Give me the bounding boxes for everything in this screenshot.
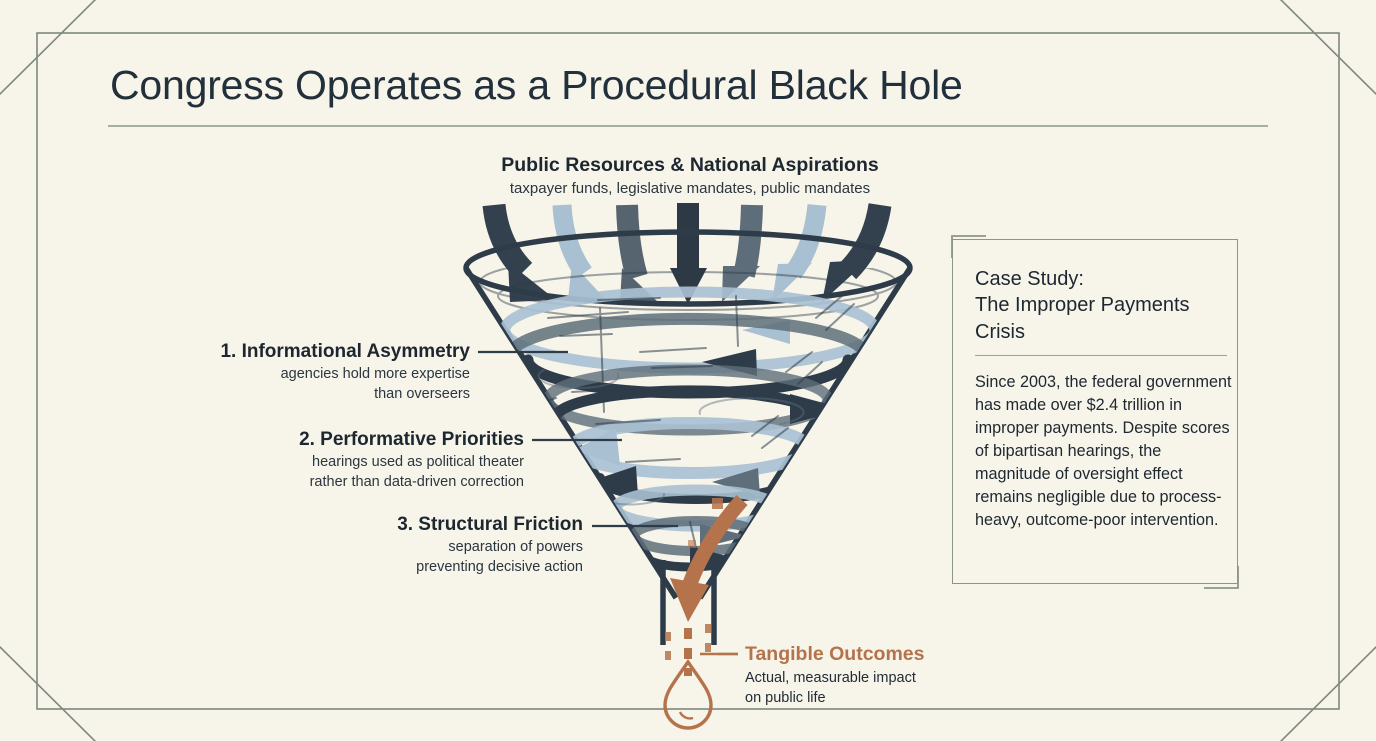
callout-2-title: 2. Performative Priorities	[299, 429, 524, 450]
inflow-subtitle: taxpayer funds, legislative mandates, pu…	[509, 180, 871, 197]
callout-3-line-1: separation of powers	[448, 538, 583, 555]
case-study-body: Since 2003, the federal government has m…	[975, 373, 1232, 529]
case-study-title-line-2: The Improper Payments	[975, 294, 1190, 317]
callout-1-line-1: agencies hold more expertise	[280, 365, 470, 382]
case-study-title-line-1: Case Study:	[975, 268, 1084, 290]
page-title: Congress Operates as a Procedural Black …	[110, 62, 963, 108]
case-study-title: Case Study: The Improper Payments Crisis	[975, 266, 1237, 345]
case-study-panel	[952, 239, 1238, 584]
callout-performative-priorities: 2. Performative Priorities hearings used…	[0, 429, 524, 492]
callout-informational-asymmetry: 1. Informational Asymmetry agencies hold…	[0, 341, 470, 404]
callout-1-title: 1. Informational Asymmetry	[220, 341, 470, 362]
inflow-title: Public Resources & National Aspirations	[501, 154, 879, 176]
outcome-line-1: Actual, measurable impact	[745, 670, 916, 686]
outcome-line-2: on public life	[745, 690, 826, 706]
outcome-subtitle: Actual, measurable impact on public life	[745, 668, 916, 708]
callout-3-title: 3. Structural Friction	[397, 514, 583, 535]
outcome-title: Tangible Outcomes	[745, 643, 925, 665]
callout-structural-friction: 3. Structural Friction separation of pow…	[0, 514, 583, 577]
callout-1-line-2: than overseers	[374, 385, 470, 402]
outflow-stream	[663, 494, 748, 730]
callout-2-line-1: hearings used as political theater	[312, 453, 524, 470]
case-study-title-line-3: Crisis	[975, 320, 1025, 343]
callout-2-line-2: rather than data-driven correction	[309, 473, 524, 490]
case-study-divider	[975, 355, 1227, 356]
callout-3-line-2: preventing decisive action	[416, 558, 583, 575]
